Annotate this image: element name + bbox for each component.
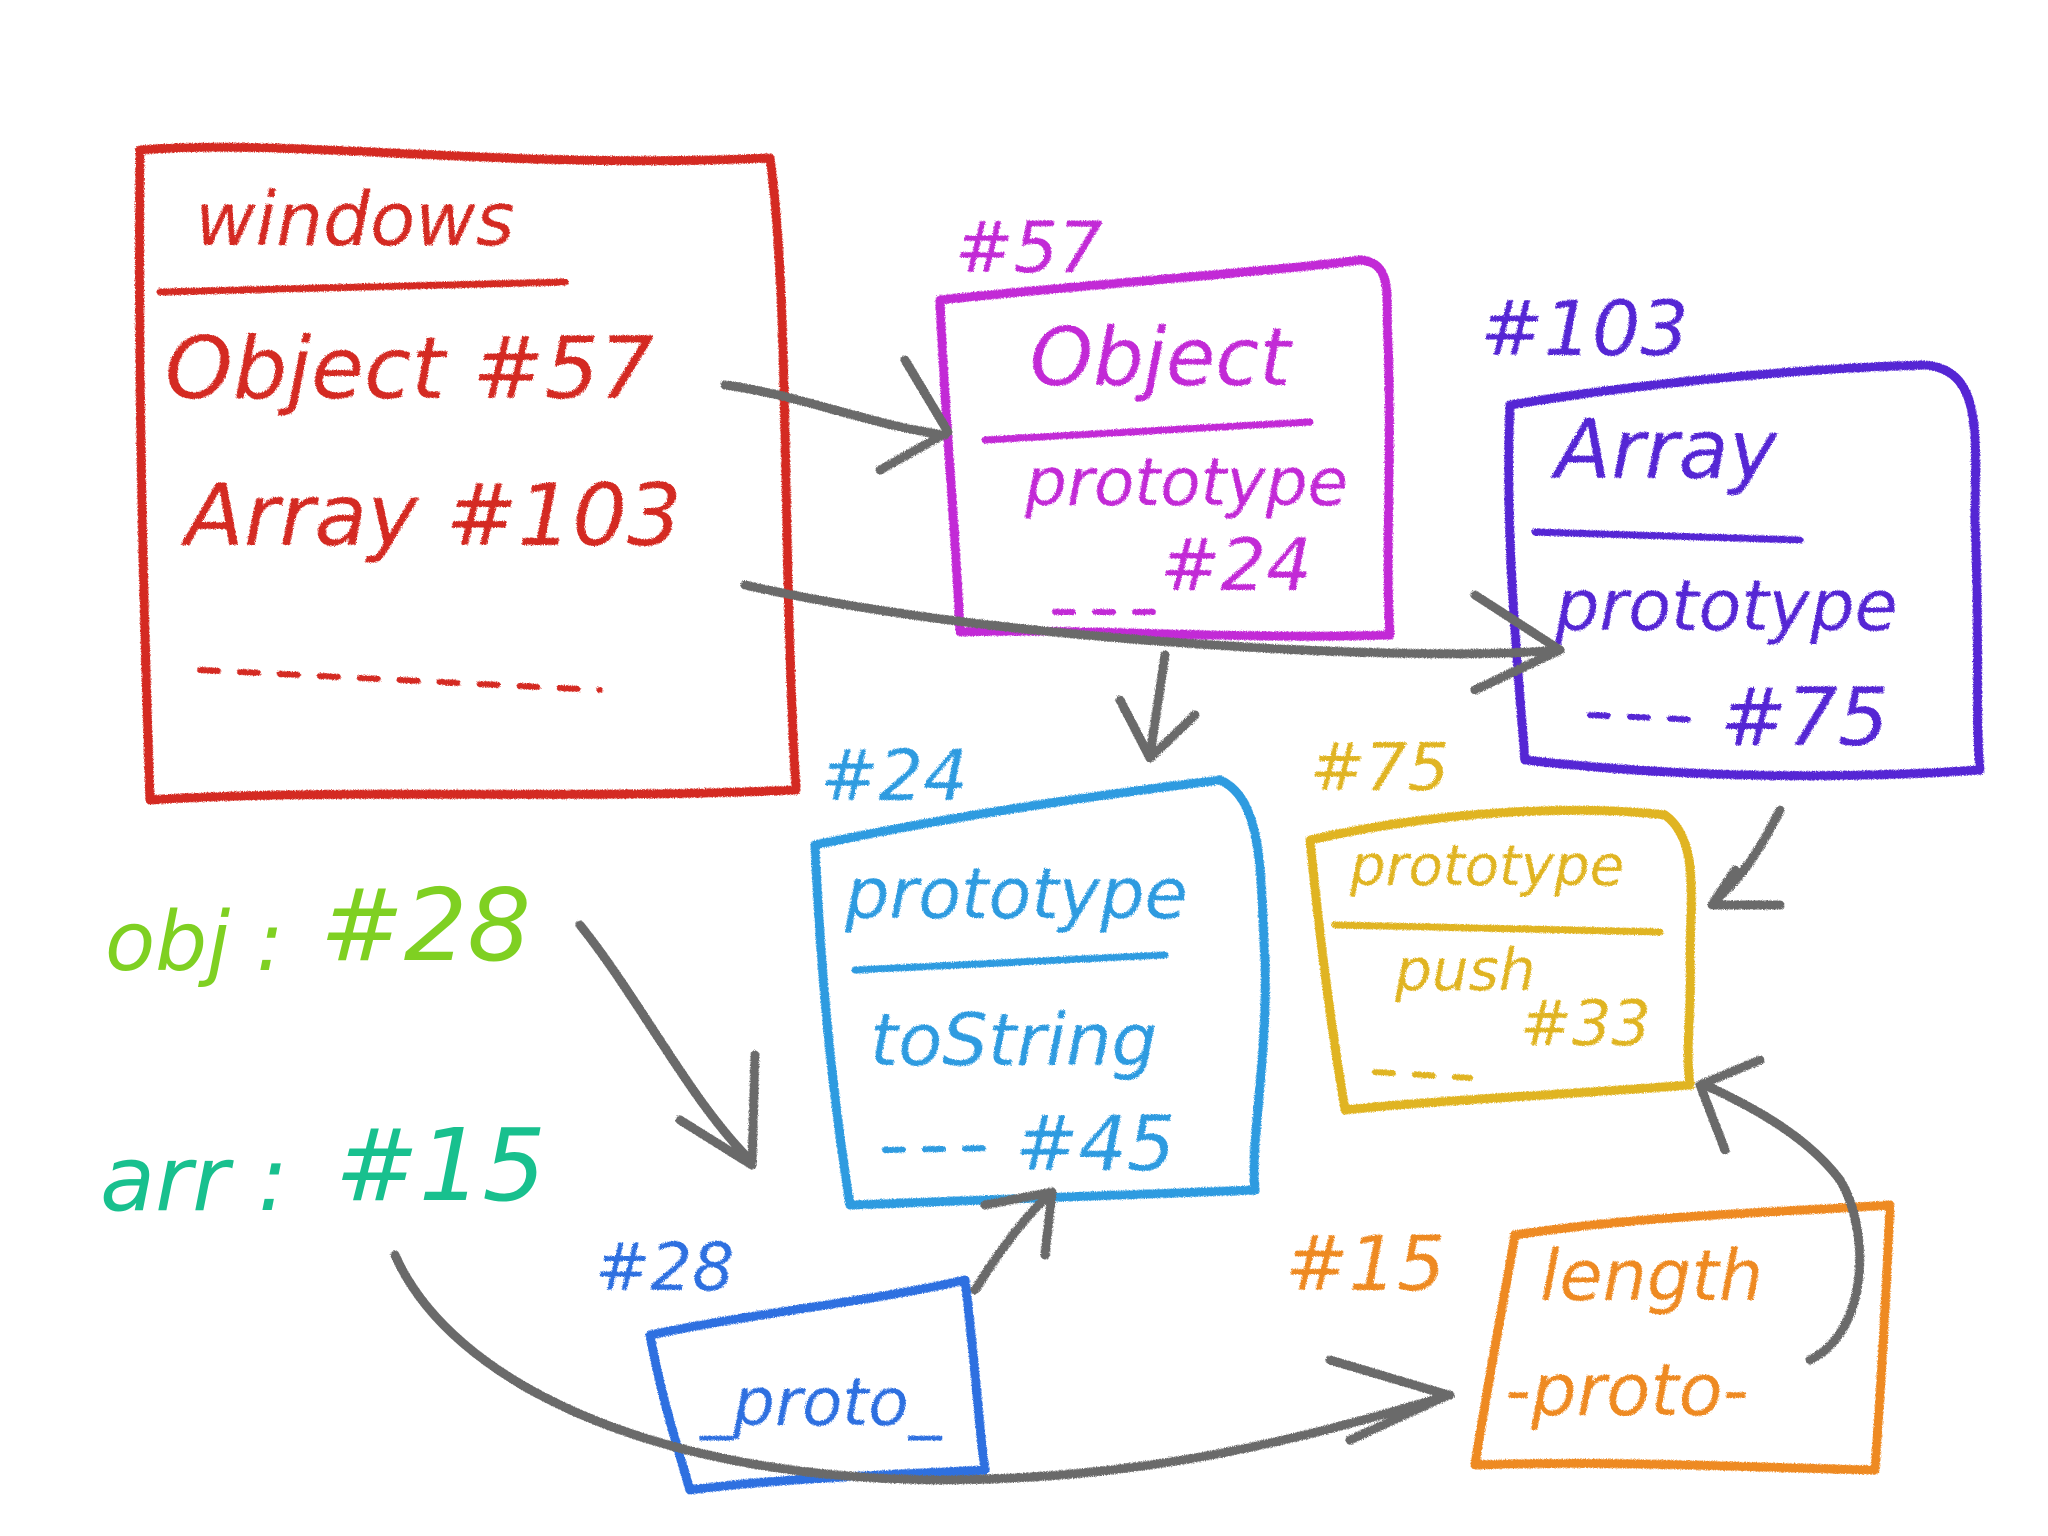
- proto75-box: #75 prototype push #33: [1305, 729, 1696, 1115]
- arrow-windows-array-to-103: [740, 580, 1565, 659]
- windows-box: windows Object #57 Array #103: [134, 142, 801, 805]
- proto24-box-title: prototype: [844, 853, 1188, 935]
- proto24-box-prop: toString: [870, 998, 1157, 1082]
- array-box-title: Array: [1550, 403, 1779, 498]
- arrows: [390, 355, 1865, 1485]
- proto24-box-id: #24: [820, 735, 968, 817]
- proto24-box-rule: [851, 951, 1169, 974]
- array-box: #103 Array prototype #75: [1480, 284, 1985, 781]
- variable-arr: arr : #15: [100, 1107, 546, 1232]
- arrowhead-windows-array-to-103: [1470, 590, 1565, 695]
- box28-border: [645, 1275, 990, 1495]
- box15-border: [1470, 1200, 1895, 1475]
- array-box-border: [1504, 360, 1985, 781]
- windows-object-entry: Object #57: [165, 319, 654, 419]
- variable-obj: obj : #28: [105, 867, 531, 990]
- arrow-28-to-24: [970, 1190, 1055, 1295]
- proto75-box-border: [1305, 805, 1696, 1115]
- windows-title-rule: [156, 278, 569, 296]
- arrowhead-28-to-24: [980, 1187, 1057, 1260]
- box15: #15 length -proto-: [1285, 1200, 1895, 1475]
- proto24-box-border: [810, 775, 1270, 1210]
- object-box-title: Object: [1030, 311, 1293, 404]
- proto75-box-prop: push: [1394, 936, 1536, 1004]
- windows-box-border: [134, 142, 801, 805]
- arrowhead-57-to-24: [1115, 695, 1200, 763]
- box28-id: #28: [595, 1229, 734, 1306]
- proto75-box-title: prototype: [1349, 834, 1624, 899]
- arrowhead-obj-to-28: [675, 1050, 760, 1170]
- arr-value: #15: [335, 1107, 546, 1224]
- proto24-box-ellipsis: [882, 1145, 1003, 1153]
- proto24-box: #24 prototype toString #45: [810, 735, 1270, 1210]
- proto75-box-ellipsis: [1372, 1069, 1473, 1081]
- object-box-rule: [981, 418, 1314, 444]
- box15-id: #15: [1285, 1219, 1445, 1308]
- arrowhead-windows-object-to-57: [875, 355, 953, 475]
- array-box-ellipsis: [1587, 712, 1703, 723]
- windows-ellipsis: [197, 667, 603, 693]
- arrow-windows-object-to-57: [720, 380, 950, 440]
- array-box-rule: [1531, 528, 1804, 544]
- arrow-57-to-24: [1145, 650, 1170, 760]
- arrow-obj-to-28: [575, 920, 755, 1165]
- arrowhead-103-to-75: [1707, 865, 1785, 910]
- object-box-border: [935, 255, 1395, 641]
- object-box-value: #24: [1160, 523, 1312, 607]
- box28: #28 _proto_: [595, 1229, 990, 1495]
- arrowhead-15-to-75: [1695, 1055, 1765, 1155]
- arrowhead-arr-to-15: [1325, 1355, 1453, 1445]
- arr-label: arr :: [100, 1127, 288, 1232]
- box15-prop-length: length: [1540, 1235, 1763, 1317]
- proto75-box-id: #75: [1310, 729, 1449, 806]
- proto24-box-value: #45: [1015, 1099, 1175, 1188]
- object-box-prop: prototype: [1024, 444, 1348, 521]
- box15-prop-proto: -proto-: [1505, 1348, 1749, 1432]
- box28-prop: _proto_: [699, 1364, 943, 1441]
- proto75-box-rule: [1331, 921, 1664, 936]
- object-box: #57 Object prototype #24: [935, 207, 1395, 641]
- windows-array-entry: Array #103: [180, 466, 682, 566]
- windows-title: windows: [195, 177, 514, 263]
- proto75-box-value: #33: [1520, 987, 1651, 1060]
- arrow-15-to-75: [1700, 1080, 1865, 1365]
- array-box-prop: prototype: [1554, 565, 1898, 647]
- obj-label: obj :: [105, 895, 284, 990]
- obj-value: #28: [320, 867, 531, 984]
- object-box-id: #57: [955, 207, 1103, 289]
- array-box-id: #103: [1480, 284, 1689, 373]
- array-box-value: #75: [1720, 671, 1889, 764]
- arrow-arr-to-15: [390, 1250, 1455, 1485]
